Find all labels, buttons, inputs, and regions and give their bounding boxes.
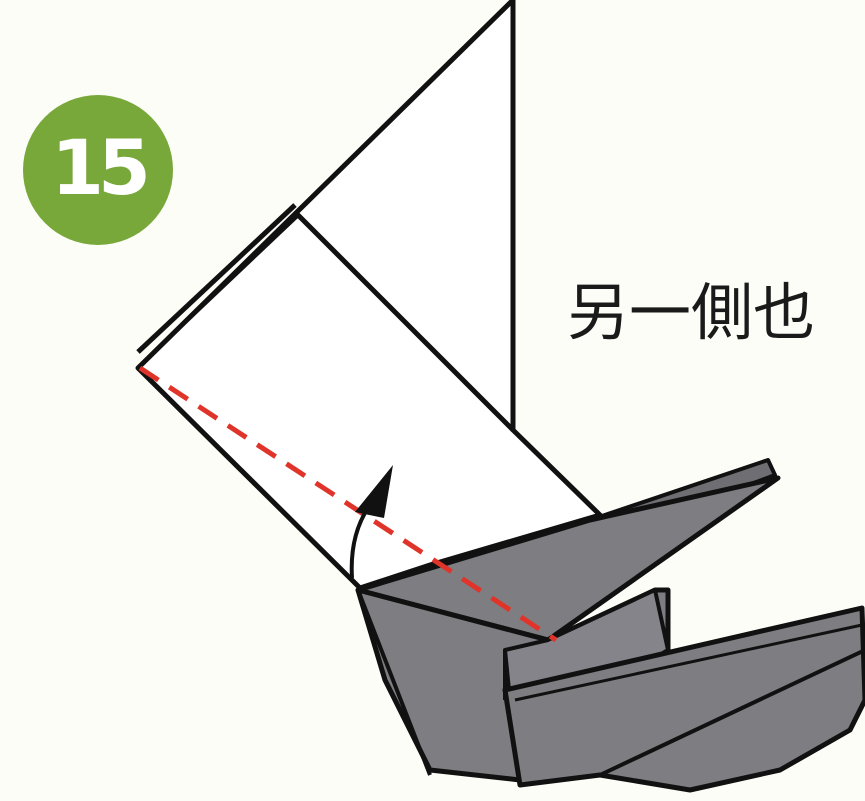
grey-edge-line	[356, 589, 432, 776]
grey-right-point	[502, 605, 865, 793]
step-number-label: 15	[51, 123, 151, 212]
crease-line	[293, 210, 515, 432]
layer-edge-line	[144, 212, 302, 362]
valley-fold-line	[138, 365, 558, 643]
grey-paper-body	[355, 458, 865, 793]
layer-edge-line	[136, 203, 297, 354]
arrow-head	[355, 465, 393, 518]
grey-edge-line	[599, 648, 865, 777]
grey-edge-line	[514, 623, 863, 702]
instruction-caption: 另一側也	[567, 276, 816, 349]
fold-up-arrow	[349, 465, 393, 579]
step-number-badge: 15	[23, 95, 173, 245]
